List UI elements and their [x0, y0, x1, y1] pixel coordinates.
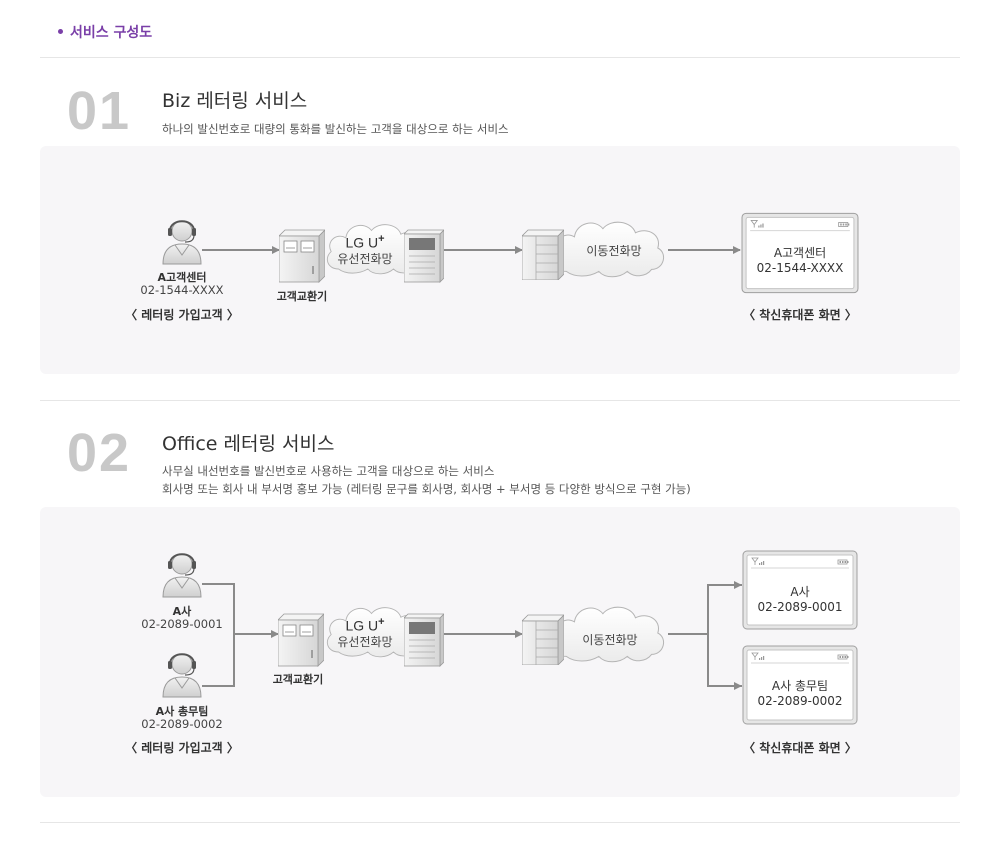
server-icon — [404, 612, 444, 668]
rack-icon — [522, 613, 564, 665]
bullet-icon — [58, 28, 63, 34]
phone-line2: 02-2089-0001 — [757, 600, 843, 614]
section-desc-line2: 회사명 또는 회사 내 부서명 홍보 가능 (레터링 문구를 회사명, 회사명 … — [162, 482, 691, 496]
agent-icon — [160, 547, 204, 599]
phone-line1: A사 — [790, 585, 810, 599]
wired-brand-sup: + — [378, 616, 385, 628]
diagram-panel-office: A사 02-2089-0001 A사 총무팀 02-2089-0002 〈 레터… — [40, 507, 960, 797]
agent-group-label: 〈 레터링 가입고객 〉 — [125, 308, 239, 322]
agent-phone: 02-1544-XXXX — [140, 283, 224, 297]
phone-group-label: 〈 착신휴대폰 화면 〉 — [743, 741, 857, 755]
exchange-icon — [279, 228, 325, 284]
mobile-net-label: 이동전화망 — [586, 244, 642, 258]
phone-screen-text: A사 총무팀 02-2089-0002 — [742, 679, 858, 709]
phone-line2: 02-1544-XXXX — [756, 261, 844, 275]
phone-line1: A고객센터 — [773, 246, 827, 260]
connector-line — [202, 583, 235, 687]
phone-line2: 02-2089-0002 — [757, 694, 843, 708]
wired-brand: LG U+ — [332, 616, 398, 634]
wired-brand: LG U+ — [332, 233, 398, 251]
rack-icon — [522, 228, 564, 280]
agent-name: A사 — [172, 605, 192, 618]
divider — [40, 822, 960, 823]
phone-screen-text: A고객센터 02-1544-XXXX — [741, 246, 859, 276]
phone-line1: A사 총무팀 — [771, 679, 829, 693]
section-number: 01 — [67, 81, 132, 141]
agent-group-label: 〈 레터링 가입고객 〉 — [125, 741, 239, 755]
section-header: 서비스 구성도 — [58, 22, 152, 42]
diagram-biz — [202, 246, 741, 254]
section-header-label: 서비스 구성도 — [70, 25, 153, 41]
section-desc: 하나의 발신번호로 대량의 통화를 발신하는 고객을 대상으로 하는 서비스 — [162, 122, 509, 136]
section-desc-line1: 사무실 내선번호를 발신번호로 사용하는 고객을 대상으로 하는 서비스 — [162, 464, 495, 478]
phone-screen-text: A사 02-2089-0001 — [742, 585, 858, 615]
agent-name: A고객센터 — [157, 271, 207, 284]
arrow-head — [734, 581, 742, 589]
mobile-net-label: 이동전화망 — [582, 633, 638, 647]
agent-phone: 02-2089-0002 — [141, 717, 223, 731]
connector-line — [707, 584, 742, 687]
exchange-icon — [278, 612, 324, 668]
wired-net-label: 유선전화망 — [337, 635, 393, 649]
agent-icon — [160, 647, 204, 699]
wired-net-label: 유선전화망 — [337, 252, 393, 266]
wired-brand-sup: + — [378, 233, 385, 245]
agent-phone: 02-2089-0001 — [141, 617, 223, 631]
section-number: 02 — [67, 423, 132, 483]
diagram-panel-biz: A고객센터 02-1544-XXXX 〈 레터링 가입고객 〉 고객교환기 LG… — [40, 146, 960, 374]
arrow-head — [734, 682, 742, 690]
exchange-label: 고객교환기 — [276, 290, 328, 303]
section-title: Biz 레터링 서비스 — [162, 90, 308, 112]
exchange-label: 고객교환기 — [272, 673, 324, 686]
diagram-office — [202, 581, 742, 690]
phone-group-label: 〈 착신휴대폰 화면 〉 — [743, 308, 857, 322]
divider — [40, 57, 960, 58]
agent-icon — [160, 214, 204, 266]
wired-brand-text: LG U — [345, 617, 379, 634]
section-title: Office 레터링 서비스 — [162, 433, 335, 455]
wired-brand-text: LG U — [345, 234, 379, 251]
server-icon — [404, 228, 444, 284]
divider — [40, 400, 960, 401]
agent-name: A사 총무팀 — [155, 705, 209, 718]
